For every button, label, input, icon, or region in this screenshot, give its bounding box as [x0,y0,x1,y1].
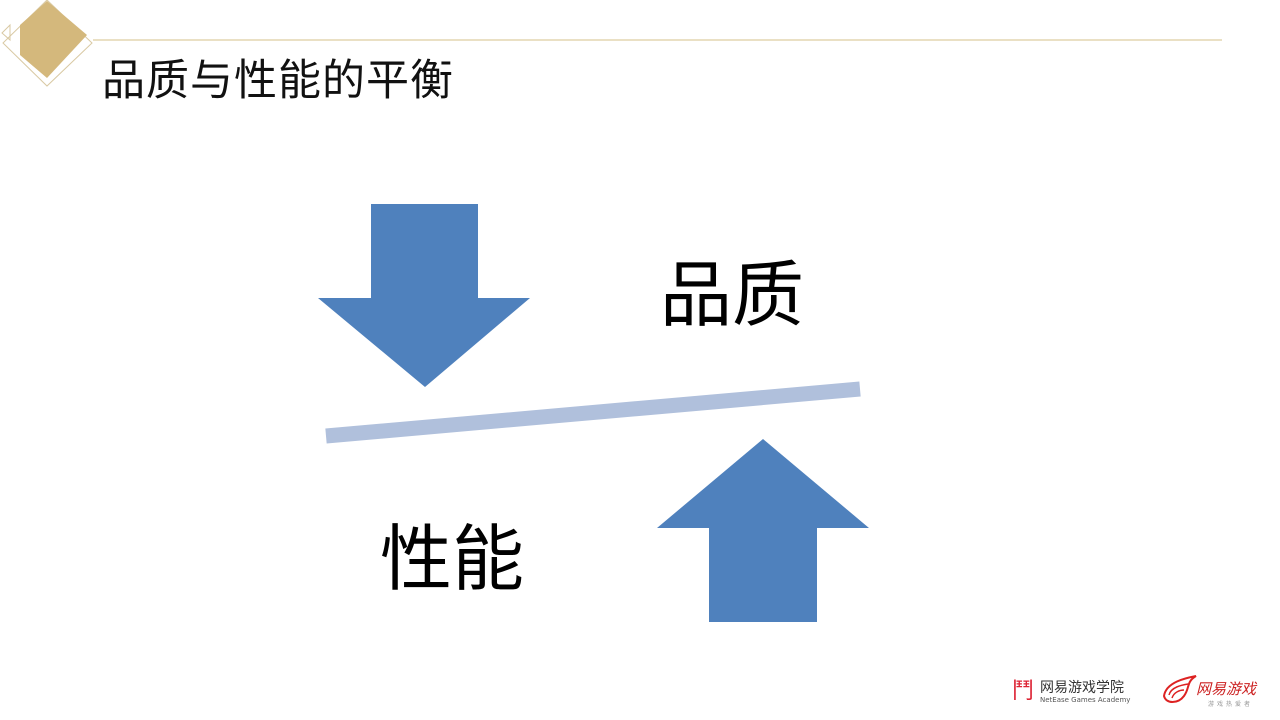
games-logo-subtitle: 游戏热爱者 [1208,701,1254,708]
swirl-icon [1162,675,1197,703]
corner-decoration [1,0,93,87]
up-arrow [657,439,869,622]
performance-label: 性能 [380,517,525,601]
down-arrow [318,204,530,387]
academy-logo-subtitle: NetEase Games Academy [1040,696,1131,704]
slide-title: 品质与性能的平衡 [102,56,454,106]
netease-games-academy-logo: ⾾ 网易游戏学院 NetEase Games Academy [1012,675,1130,709]
quality-label: 品质 [660,253,805,337]
games-logo-text: 网易游戏 [1196,680,1257,698]
balance-bar [325,381,861,444]
academy-seal-icon: ⾾ [1012,679,1035,704]
academy-logo-text: 网易游戏学院 [1040,680,1124,696]
netease-games-logo: 网易游戏 游戏热爱者 [1160,672,1260,712]
